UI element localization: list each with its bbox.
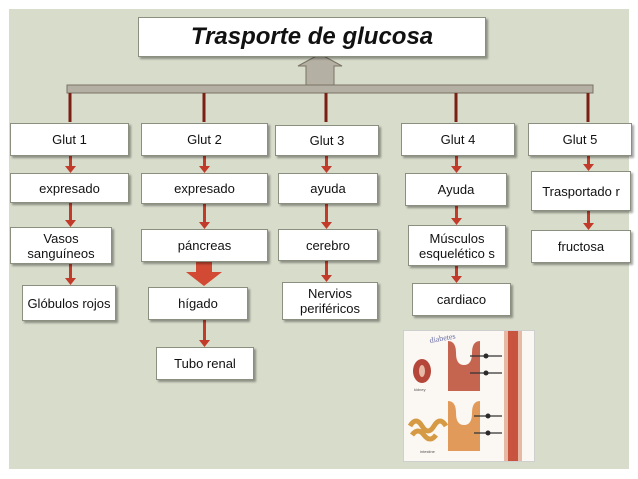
link-c1-1-head	[65, 166, 76, 173]
glut5-item-trasportador: Trasportado r	[531, 171, 631, 211]
link-c2-1-head	[199, 166, 210, 173]
link-c4-1	[455, 156, 458, 168]
link-c2-4	[203, 320, 206, 342]
glut2-header: Glut 2	[141, 123, 268, 156]
link-c3-1	[325, 156, 328, 168]
intestine-icon	[407, 418, 449, 442]
glut1-item-expresado: expresado	[10, 173, 129, 203]
glut4-item-musculos: Músculos esquelético s	[408, 225, 506, 266]
glut1-header: Glut 1	[10, 123, 129, 156]
glut4-item-cardiaco: cardiaco	[412, 283, 511, 316]
diagram-title: Trasporte de glucosa	[138, 17, 486, 57]
link-c4-2-head	[451, 218, 462, 225]
link-c3-3-head	[321, 275, 332, 282]
link-c5-2	[587, 211, 590, 225]
glut3-item-nervios: Nervios periféricos	[282, 282, 378, 320]
glut3-item-ayuda: ayuda	[278, 173, 378, 204]
link-c4-1-head	[451, 166, 462, 173]
glut3-item-cerebro: cerebro	[278, 229, 378, 261]
link-c5-1-head	[583, 164, 594, 171]
link-c2-2-head	[199, 222, 210, 229]
link-c3-1-head	[321, 166, 332, 173]
link-c1-3	[69, 264, 72, 280]
glut5-header: Glut 5	[528, 123, 632, 156]
horizontal-connector	[66, 84, 594, 94]
glut1-item-vasos: Vasos sanguíneos	[10, 227, 112, 264]
intestine-label: intestine	[420, 449, 436, 454]
link-c4-3	[455, 266, 458, 278]
link-c1-2-head	[65, 220, 76, 227]
arrow-to-title	[297, 53, 343, 86]
glucose-transport-illustration: diabetes kidney intestine	[403, 330, 535, 462]
link-c2-4-head	[199, 340, 210, 347]
link-c1-3-head	[65, 278, 76, 285]
kidney-label: kidney	[414, 387, 426, 392]
glut2-item-higado: hígado	[148, 287, 248, 320]
big-arrow-pancreas-higado	[186, 262, 222, 286]
link-c3-2-head	[321, 222, 332, 229]
link-c5-1	[587, 156, 590, 166]
link-c4-2	[455, 206, 458, 220]
link-c2-1	[203, 156, 206, 168]
glut2-item-expresado: expresado	[141, 173, 268, 204]
glut4-header: Glut 4	[401, 123, 515, 156]
link-c5-2-head	[583, 223, 594, 230]
link-c1-1	[69, 156, 72, 168]
link-c1-2	[69, 202, 72, 222]
glut4-item-ayuda: Ayuda	[405, 173, 507, 206]
link-c4-3-head	[451, 276, 462, 283]
link-c3-3	[325, 261, 328, 277]
illustration-drawing: diabetes kidney intestine	[404, 331, 534, 461]
link-c3-2	[325, 204, 328, 224]
link-c2-2	[203, 204, 206, 224]
glut2-item-pancreas: páncreas	[141, 229, 268, 262]
glut5-item-fructosa: fructosa	[531, 230, 631, 263]
glut3-header: Glut 3	[275, 125, 379, 156]
glut1-item-globulos: Glóbulos rojos	[22, 285, 116, 321]
glut2-item-tubo-renal: Tubo renal	[156, 347, 254, 380]
